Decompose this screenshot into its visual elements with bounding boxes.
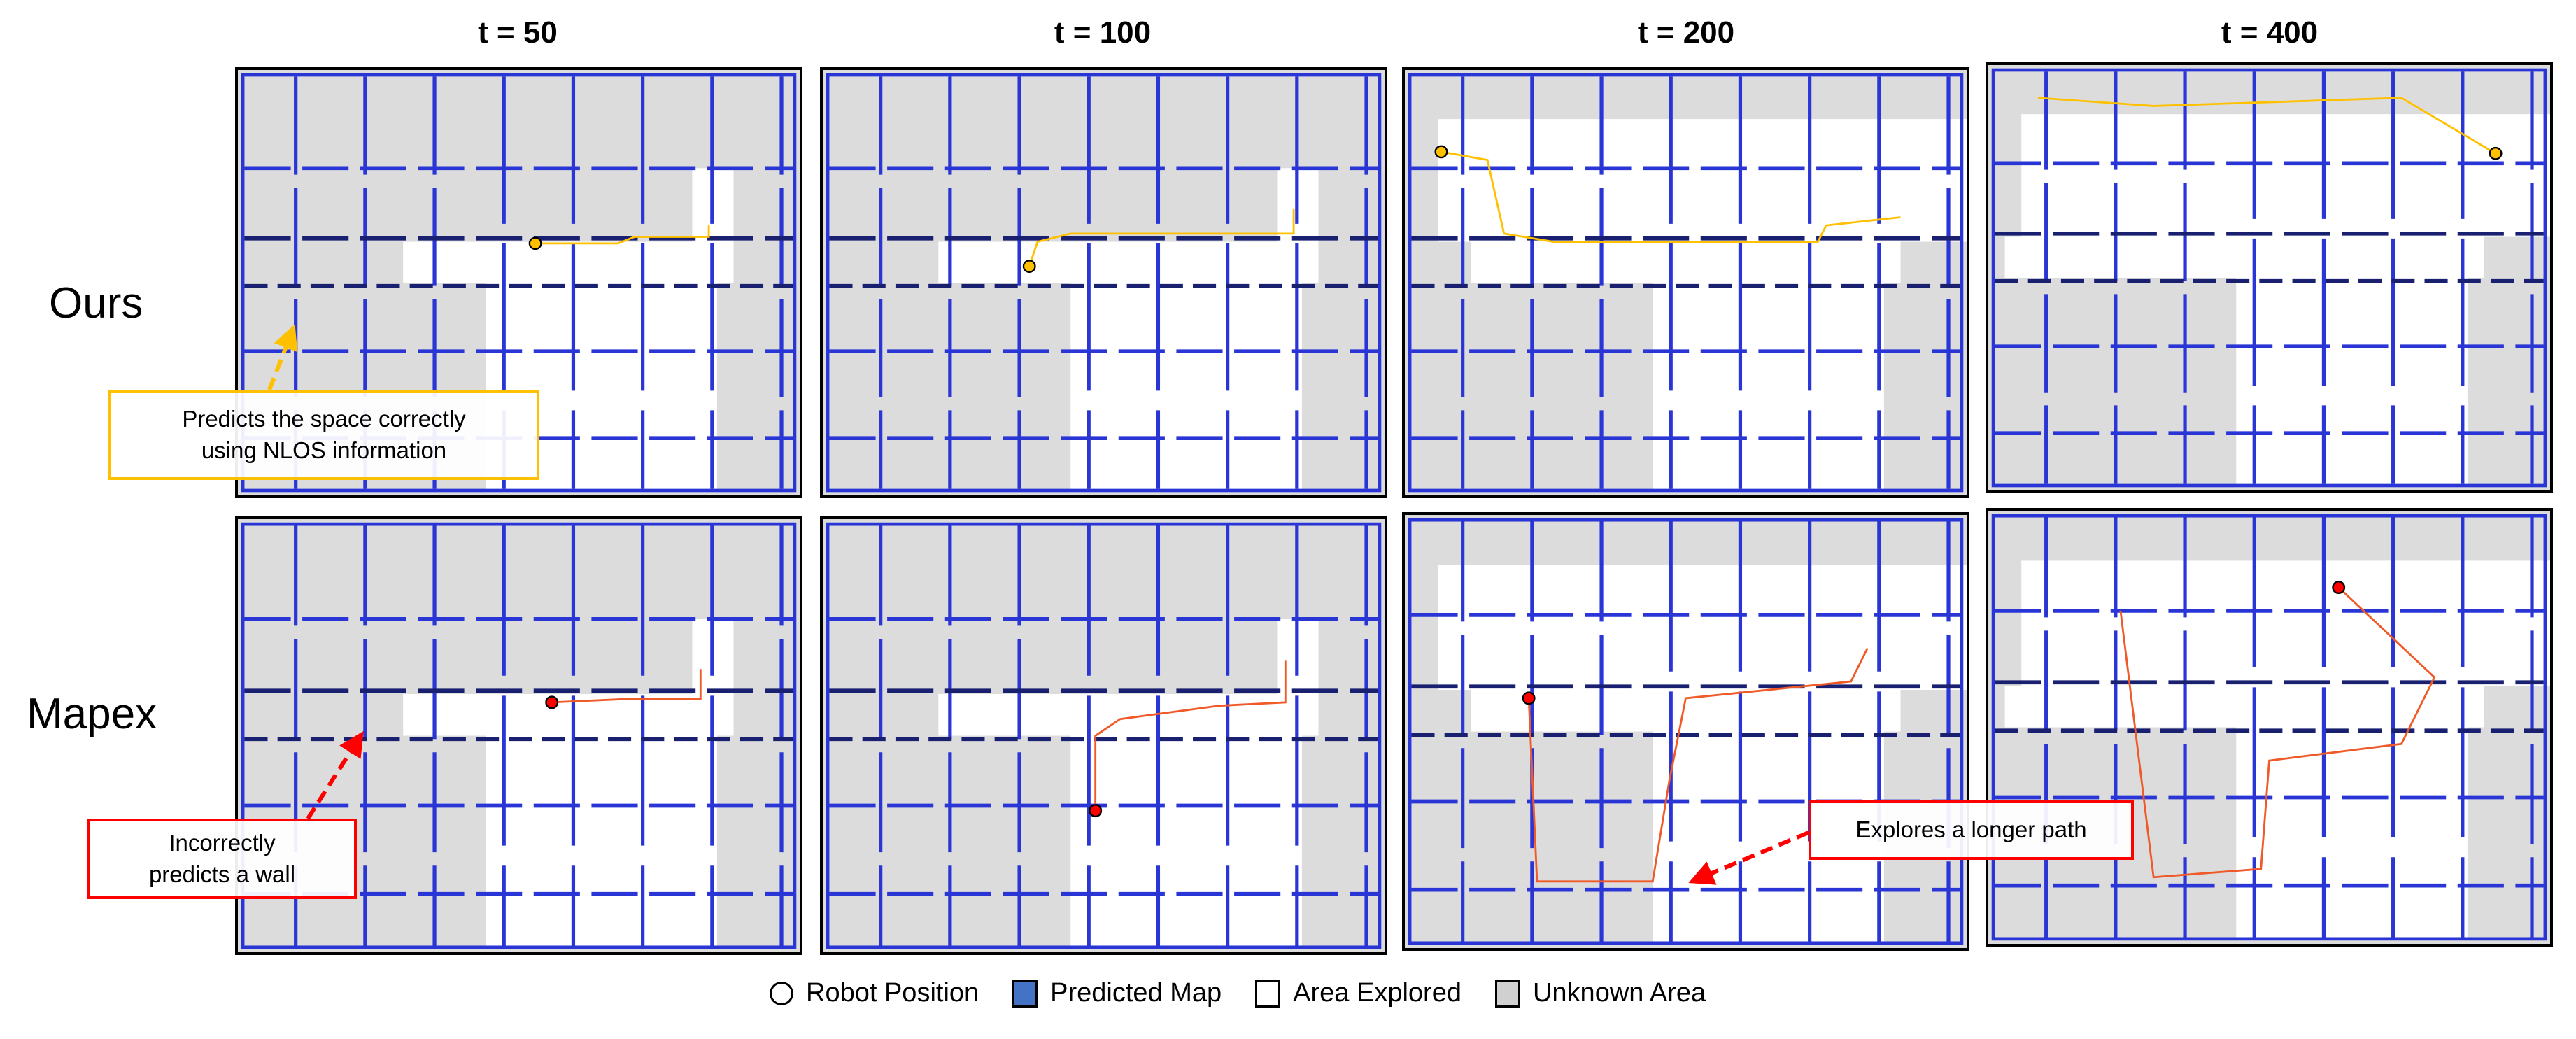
legend-robot-label: Robot Position (806, 978, 979, 1008)
robot-position-icon (545, 695, 559, 709)
explored-rooms (486, 735, 717, 949)
robot-position-icon (1022, 260, 1036, 273)
outer-wall (1991, 514, 2547, 941)
legend-predicted: Predicted Map (1012, 978, 1222, 1008)
outer-wall (241, 73, 797, 493)
explored-corridor (938, 241, 1319, 283)
explored-rooms (2236, 278, 2468, 488)
robot-path (1028, 208, 1295, 267)
callout-ours-line1: Predicts the space correctly (182, 405, 466, 432)
outer-wall (1408, 73, 1964, 493)
callout-mapex-wall-line1: Incorrectly (169, 829, 276, 856)
robot-position-icon (1434, 145, 1448, 159)
explored-rooms (1653, 283, 1884, 493)
callout-mapex-path: Explores a longer path (1809, 800, 2134, 860)
robot-path (2119, 586, 2436, 879)
outer-wall (1408, 518, 1964, 945)
map-panel-ours-t200 (1402, 67, 1969, 498)
map-panel-mapex-t200 (1402, 512, 1969, 951)
outer-wall (241, 522, 797, 949)
callout-mapex-wall: Incorrectly predicts a wall (87, 819, 357, 899)
map-panel-mapex-t100 (820, 516, 1387, 955)
robot-position-icon (2332, 580, 2346, 595)
explored-corridor (403, 241, 734, 283)
legend-predicted-label: Predicted Map (1050, 978, 1222, 1008)
robot-path (2037, 97, 2496, 155)
robot-path (1441, 150, 1901, 243)
explored-corridor (1471, 689, 1901, 732)
column-title-t100: t = 100 (1054, 15, 1152, 50)
column-title-t200: t = 200 (1637, 15, 1735, 50)
callout-mapex-path-line1: Explores a longer path (1855, 817, 2087, 843)
predicted-swatch-icon (1012, 979, 1038, 1008)
legend-explored-label: Area Explored (1293, 978, 1462, 1008)
row-label-ours: Ours (49, 279, 143, 327)
explored-rooms (2236, 727, 2468, 941)
explored-swatch-icon (1255, 979, 1281, 1008)
explored-corridor (403, 693, 734, 736)
legend-explored: Area Explored (1255, 978, 1462, 1008)
outer-wall (1991, 68, 2547, 488)
explored-corridor (2004, 236, 2484, 278)
robot-path (551, 669, 702, 704)
legend-unknown: Unknown Area (1494, 978, 1706, 1008)
explored-corridor (2004, 685, 2484, 728)
map-panel-mapex-t400 (1986, 508, 2553, 947)
row-label-mapex: Mapex (27, 690, 157, 738)
map-panel-ours-t400 (1986, 62, 2553, 493)
robot-circle-icon (770, 981, 793, 1005)
callout-ours-line2: using NLOS information (201, 437, 447, 463)
robot-position-icon (528, 236, 542, 250)
explored-rooms (1070, 735, 1302, 949)
explored-corridor (1471, 241, 1901, 283)
robot-position-icon (2489, 146, 2503, 160)
robot-path (535, 225, 710, 245)
unknown-swatch-icon (1494, 979, 1520, 1008)
legend-robot: Robot Position (770, 978, 979, 1008)
robot-position-icon (1522, 691, 1536, 705)
column-title-t400: t = 400 (2221, 15, 2319, 50)
callout-ours: Predicts the space correctly using NLOS … (108, 390, 539, 480)
robot-path (1527, 647, 1869, 883)
outer-wall (826, 522, 1382, 949)
explored-corridor (938, 693, 1319, 736)
map-panel-ours-t100 (820, 67, 1387, 498)
robot-path (1094, 660, 1287, 811)
column-title-t50: t = 50 (478, 15, 558, 50)
robot-position-icon (1089, 804, 1103, 818)
callout-mapex-wall-line2: predicts a wall (148, 861, 296, 887)
legend-unknown-label: Unknown Area (1532, 978, 1706, 1008)
explored-rooms (1070, 283, 1302, 493)
legend: Robot Position Predicted Map Area Explor… (770, 978, 1739, 1008)
outer-wall (826, 73, 1382, 493)
